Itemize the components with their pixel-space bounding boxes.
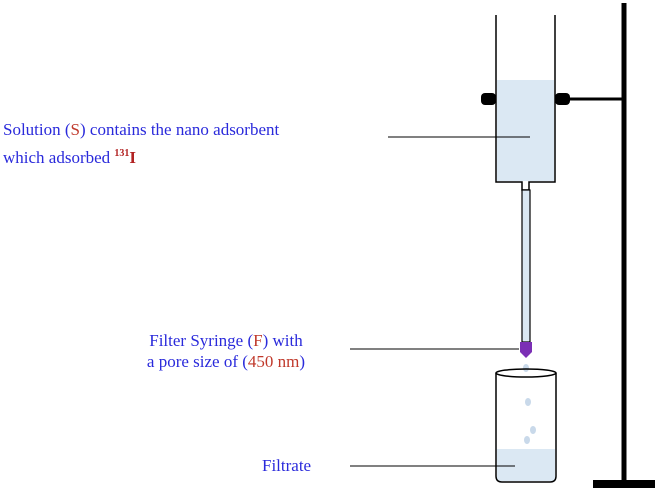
solution-label-line2-text: which adsorbed [3, 148, 115, 167]
filter-label-line2: a pore size of (450 nm) [114, 351, 338, 373]
droplet [530, 426, 536, 434]
filter-label-line2-suffix: ) [299, 352, 306, 371]
solution-label-line2: which adsorbed 131I [3, 143, 136, 169]
droplet [523, 364, 529, 372]
beaker [495, 373, 557, 483]
droplet [524, 436, 530, 444]
solution-label-prefix: Solution ( [3, 120, 71, 139]
beaker-rim [495, 368, 557, 378]
filtrate-label: Filtrate [262, 456, 312, 475]
solution-symbol: S [70, 120, 81, 139]
filter-label-line2-prefix: a pore size of ( [146, 352, 248, 371]
stand-base [593, 480, 655, 488]
filtrate-liquid [497, 449, 555, 481]
filter-symbol: F [253, 331, 263, 350]
isotope-label: 131I [114, 148, 136, 167]
filter-label-suffix: ) with [262, 331, 303, 350]
isotope-element: I [129, 148, 137, 167]
solution-label-line1: Solution (S) contains the nano adsorbent [3, 119, 279, 141]
clamp-right-knob [555, 93, 570, 105]
filter-tip [520, 342, 532, 358]
syringe-needle [521, 189, 531, 343]
solution-label-suffix: ) contains the nano adsorbent [80, 120, 280, 139]
isotope-mass: 131 [114, 148, 130, 159]
solution-liquid [497, 80, 554, 181]
filter-label-line1: Filter Syringe (F) with [114, 330, 338, 352]
clamp-left-knob [481, 93, 496, 105]
filter-label-prefix: Filter Syringe ( [149, 331, 254, 350]
pore-size-value: 450 nm [247, 352, 300, 371]
droplet [525, 398, 531, 406]
